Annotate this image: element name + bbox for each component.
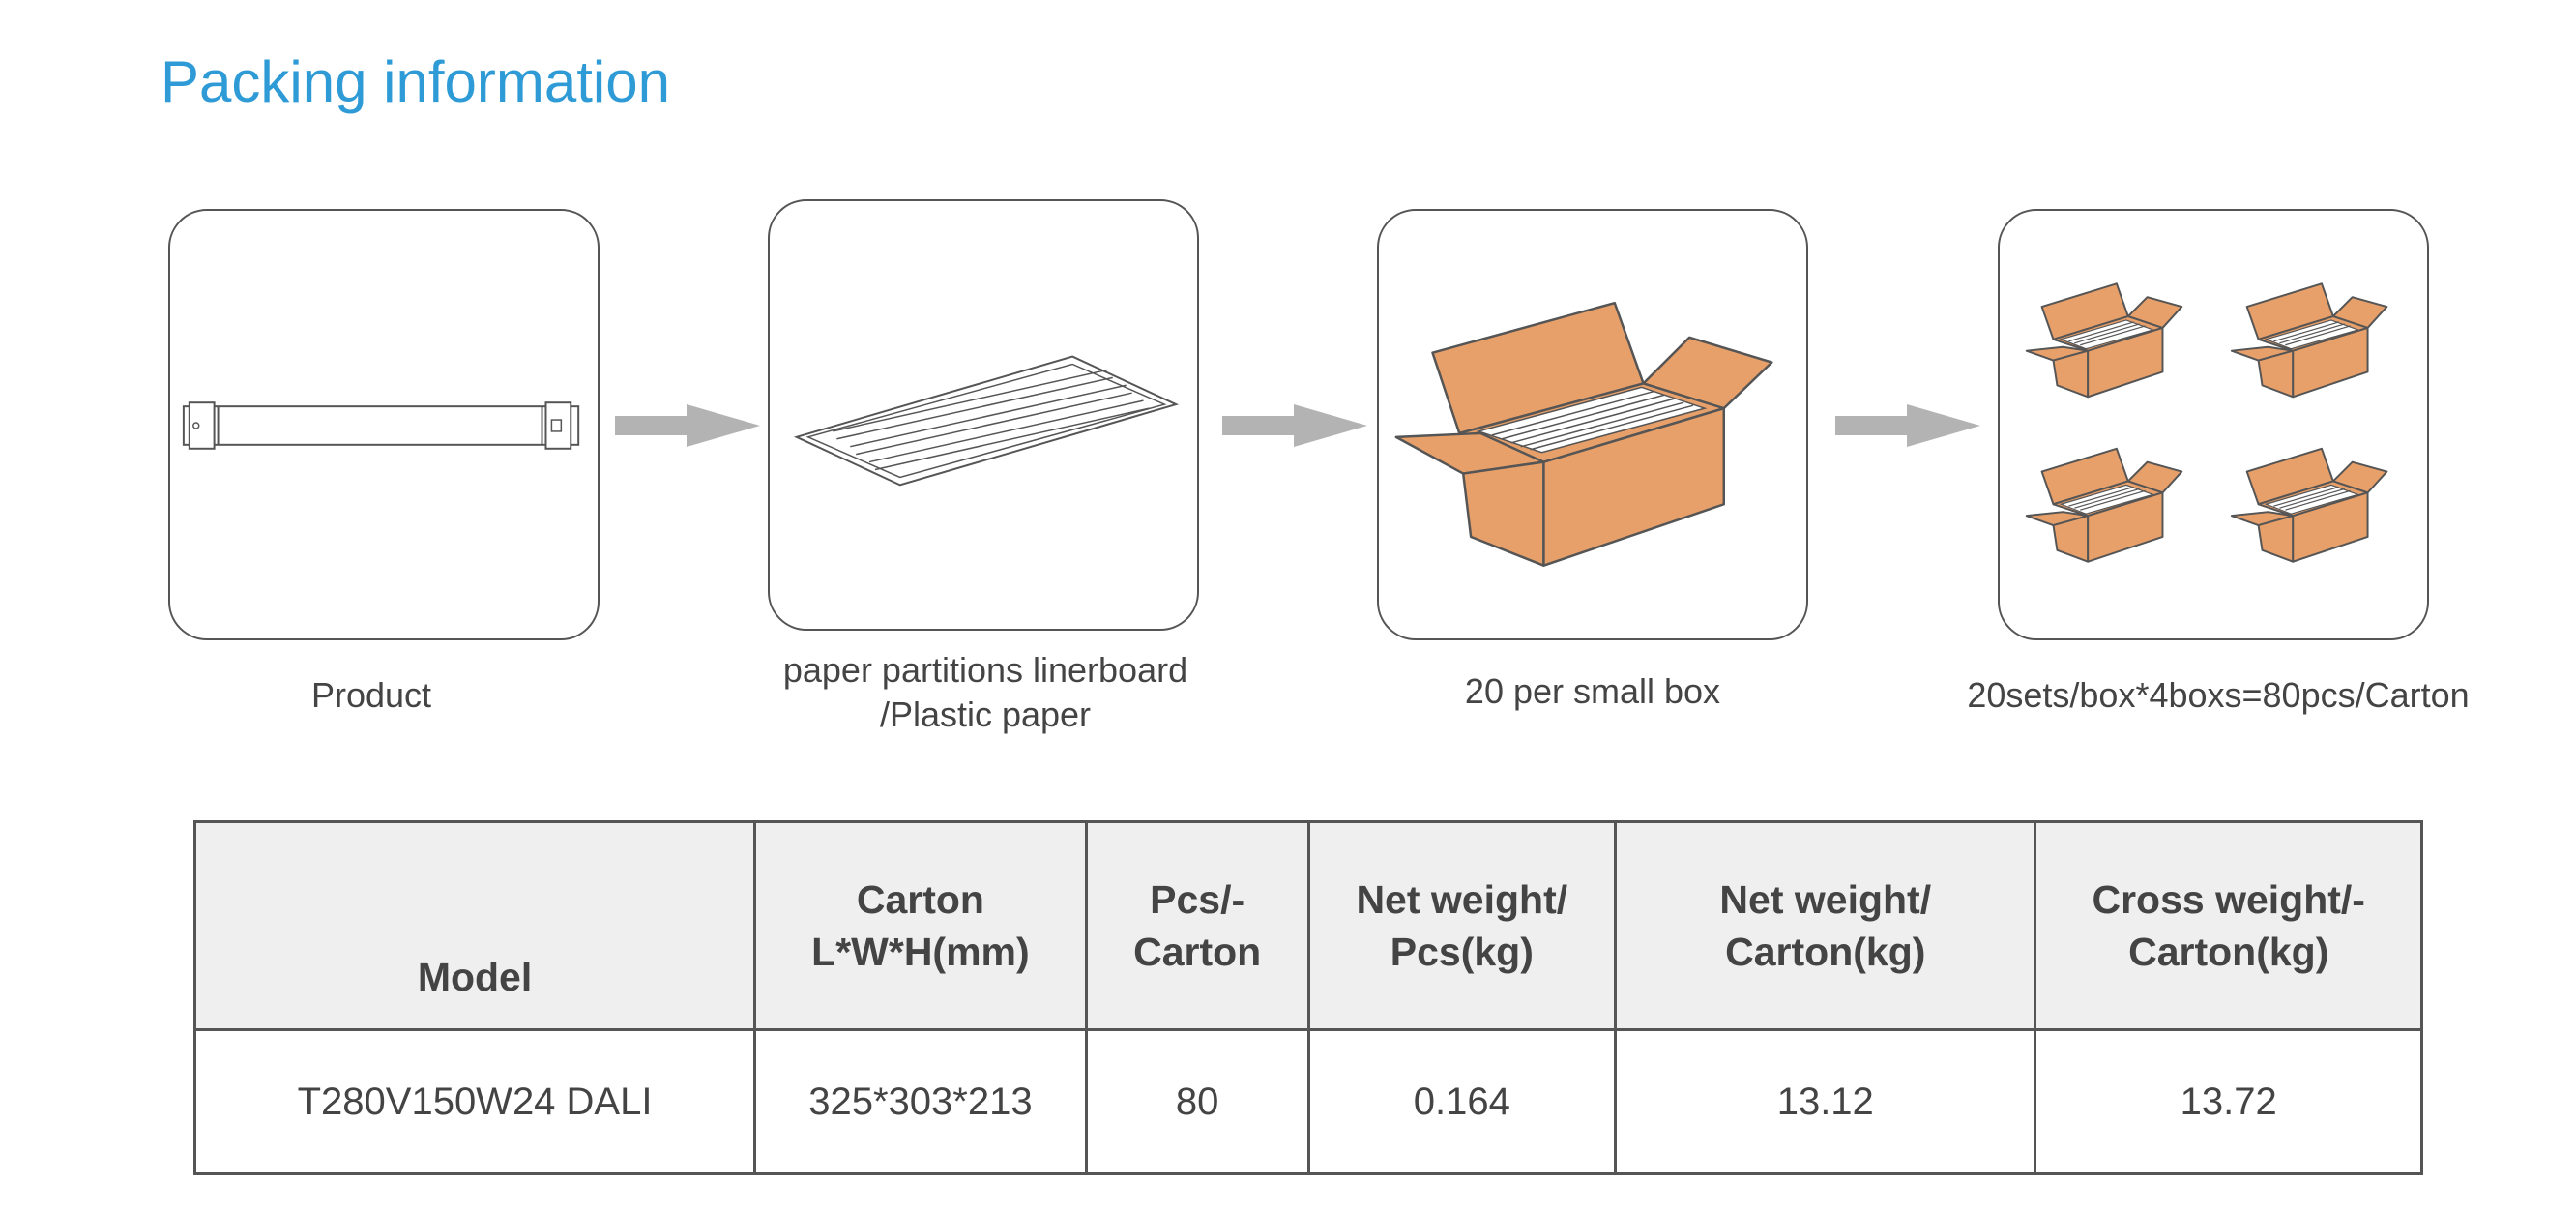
cell-pcs-carton: 80 <box>1084 1028 1310 1175</box>
cell-cross-weight-carton: 13.72 <box>2034 1028 2423 1175</box>
open-carton-icon <box>1394 301 1773 567</box>
step-carton-panel <box>1377 209 1808 640</box>
step-product-panel <box>168 209 600 640</box>
cell-net-weight-carton: 13.12 <box>1614 1028 2037 1175</box>
header-net-weight-carton: Net weight/Carton(kg) <box>1614 820 2037 1031</box>
page-title: Packing information <box>161 49 670 114</box>
partition-sheet-icon <box>793 355 1180 487</box>
arrow-right-icon <box>1222 404 1367 447</box>
header-model: Model <box>192 820 757 1031</box>
driver-product-icon <box>182 401 580 450</box>
four-cartons-icon <box>2025 282 2388 563</box>
cell-net-weight-pcs: 0.164 <box>1306 1028 1618 1175</box>
step-caption-carton: 20 per small box <box>1464 671 1721 711</box>
step-caption-partition: paper partitions linerboard /Plastic pap… <box>782 650 1188 734</box>
header-net-weight-pcs: Net weight/Pcs(kg) <box>1306 820 1618 1031</box>
header-cross-weight-carton: Cross weight/-Carton(kg) <box>2034 820 2423 1031</box>
step-caption-master-carton: 20sets/box*4boxs=80pcs/Carton <box>1967 675 2470 715</box>
cell-model: T280V150W24 DALI <box>192 1028 757 1175</box>
step-caption-product: Product <box>310 675 432 715</box>
step-partition-panel <box>768 199 1199 631</box>
table-row: T280V150W24 DALI 325*303*213 80 0.164 13… <box>192 1028 2423 1175</box>
arrow-right-icon <box>1835 404 1980 447</box>
step-master-carton-panel <box>1998 209 2429 640</box>
arrow-right-icon <box>615 404 760 447</box>
header-pcs-carton: Pcs/-Carton <box>1084 820 1310 1031</box>
cell-carton-size: 325*303*213 <box>753 1028 1088 1175</box>
